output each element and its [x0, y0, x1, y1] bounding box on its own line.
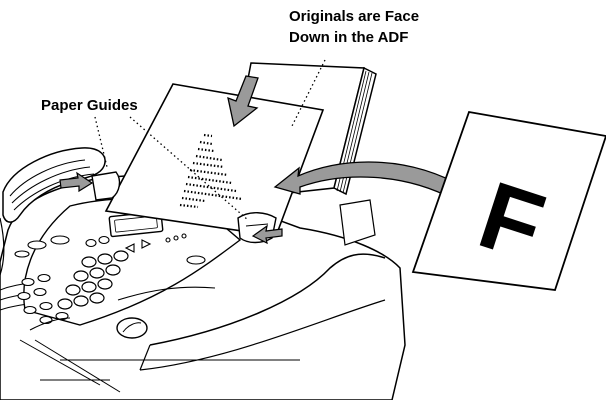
- callout-originals-line-2: Down in the ADF: [289, 27, 419, 48]
- start-button: [117, 318, 147, 338]
- front-document-page: [106, 84, 323, 236]
- callout-originals-line-1: Originals are Face: [289, 6, 419, 27]
- callout-paper-guides: Paper Guides: [41, 95, 138, 116]
- callout-originals-face-down: Originals are Face Down in the ADF: [289, 6, 419, 48]
- left-paper-guide: [92, 172, 119, 200]
